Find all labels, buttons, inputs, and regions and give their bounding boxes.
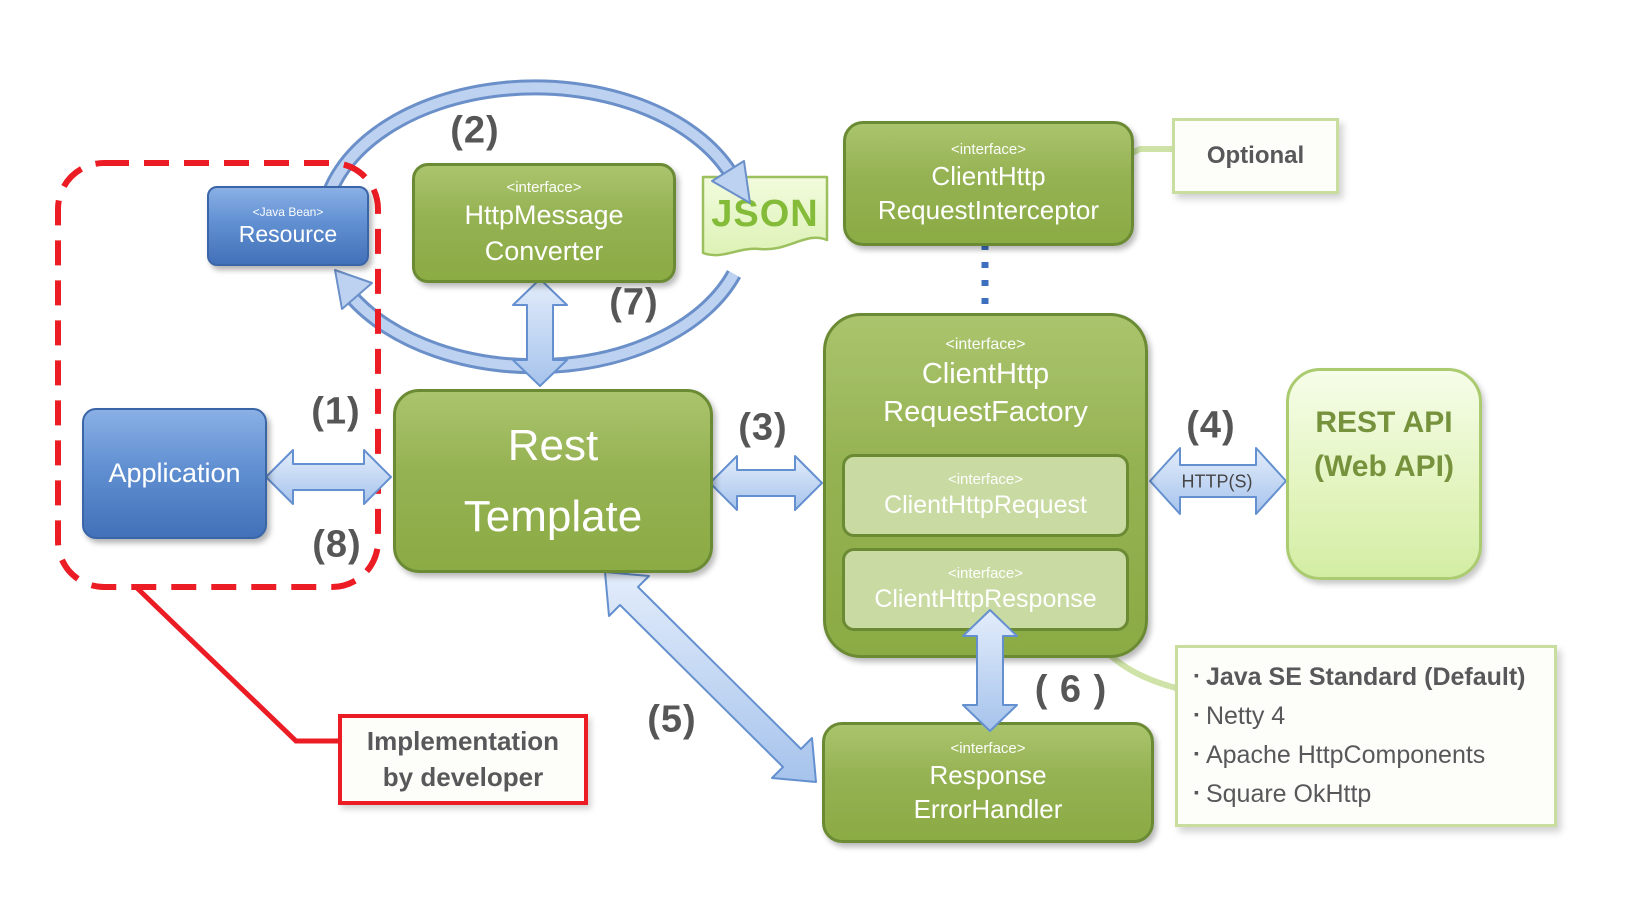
http-message-converter-box: <interface> HttpMessage Converter xyxy=(412,163,676,283)
application-box: Application xyxy=(82,408,267,539)
developer-scope-outline xyxy=(55,160,381,590)
bullet-icon: ▪ xyxy=(1194,706,1199,722)
step-8-label: (8) xyxy=(312,523,362,566)
response-error-handler-label-line2: ErrorHandler xyxy=(913,794,1063,824)
list-item-label: Apache HttpComponents xyxy=(1205,741,1486,769)
resource-label: Resource xyxy=(238,220,338,247)
application-label: Application xyxy=(108,457,241,488)
list-item-label: Square OkHttp xyxy=(1205,780,1372,808)
step-1-label: (1) xyxy=(311,390,361,433)
list-item: ▪ Apache HttpComponents xyxy=(1194,737,1542,776)
implementation-label-line2: by developer xyxy=(382,761,544,792)
optional-callout: Optional xyxy=(1172,118,1339,194)
step-4-label: (4) xyxy=(1186,404,1236,447)
list-item: ▪ Square OkHttp xyxy=(1194,776,1542,815)
list-item: ▪ Java SE Standard (Default) xyxy=(1194,659,1542,698)
list-item-label: Java SE Standard (Default) xyxy=(1205,663,1526,691)
response-error-handler-label-line1: Response xyxy=(929,760,1047,791)
resource-box: <Java Bean> Resource xyxy=(207,186,369,266)
response-error-handler-arrow xyxy=(962,609,1018,732)
client-http-response-stereotype: <interface> xyxy=(947,565,1024,583)
bullet-icon: ▪ xyxy=(1194,784,1199,800)
bullet-icon: ▪ xyxy=(1194,745,1199,761)
request-factory-label-line1: ClientHttp xyxy=(921,358,1050,391)
https-label: HTTP(S) xyxy=(1181,471,1253,492)
arc-arrowhead-to-resource xyxy=(334,269,373,310)
json-document-icon: JSON xyxy=(701,175,829,257)
client-http-request-interceptor-box: <interface> ClientHttp RequestIntercepto… xyxy=(843,121,1134,246)
application-rest-template-arrow xyxy=(265,449,392,505)
list-item-label: Netty 4 xyxy=(1205,702,1286,730)
request-factory-label-line2: RequestFactory xyxy=(883,396,1088,429)
http-message-converter-label-line1: HttpMessage xyxy=(464,200,624,231)
rest-api-label-line1: REST API xyxy=(1315,406,1453,439)
implementation-label-line1: Implementation xyxy=(366,726,560,757)
arc-arrowhead-to-json xyxy=(711,160,751,204)
developer-scope-callout-line xyxy=(135,586,338,744)
bullet-icon: ▪ xyxy=(1194,667,1199,683)
rest-template-factory-arrow xyxy=(709,455,823,511)
response-error-handler-stereotype: <interface> xyxy=(950,740,1026,758)
resource-stereotype: <Java Bean> xyxy=(252,204,324,219)
step-6-label: ( 6 ) xyxy=(1034,668,1108,711)
request-interceptor-label-line2: RequestInterceptor xyxy=(877,195,1100,225)
http-message-converter-label-line2: Converter xyxy=(484,235,604,266)
request-factory-implementations-list: ▪ Java SE Standard (Default) ▪ Netty 4 ▪… xyxy=(1175,645,1557,827)
rest-template-converter-arrow xyxy=(512,278,568,387)
rest-template-box: Rest Template xyxy=(393,389,713,573)
client-http-request-label: ClientHttpRequest xyxy=(884,491,1087,520)
list-item: ▪ Netty 4 xyxy=(1194,698,1542,737)
step-2-label: (2) xyxy=(450,109,500,152)
client-http-response-label: ClientHttpResponse xyxy=(874,585,1097,614)
json-document-label: JSON xyxy=(711,193,818,235)
implementation-by-developer-callout: Implementation by developer xyxy=(338,714,588,805)
rest-template-label-line2: Template xyxy=(463,492,643,541)
step-7-label: (7) xyxy=(609,281,659,324)
rest-api-label-line2: (Web API) xyxy=(1314,449,1454,483)
rest-template-label-line1: Rest xyxy=(507,420,599,470)
rest-template-error-handler-arrow xyxy=(604,571,817,783)
rest-api-box: REST API (Web API) xyxy=(1286,368,1482,580)
request-interceptor-label-line1: ClientHttp xyxy=(931,161,1046,192)
request-factory-stereotype: <interface> xyxy=(945,336,1026,353)
client-http-request-stereotype: <interface> xyxy=(947,471,1024,489)
optional-label: Optional xyxy=(1206,142,1305,169)
step-3-label: (3) xyxy=(738,406,788,449)
response-error-handler-box: <interface> Response ErrorHandler xyxy=(822,722,1154,843)
step-5-label: (5) xyxy=(647,698,697,741)
client-http-request-box: <interface> ClientHttpRequest xyxy=(842,454,1129,537)
http-message-converter-stereotype: <interface> xyxy=(506,179,582,197)
request-interceptor-stereotype: <interface> xyxy=(950,141,1027,159)
